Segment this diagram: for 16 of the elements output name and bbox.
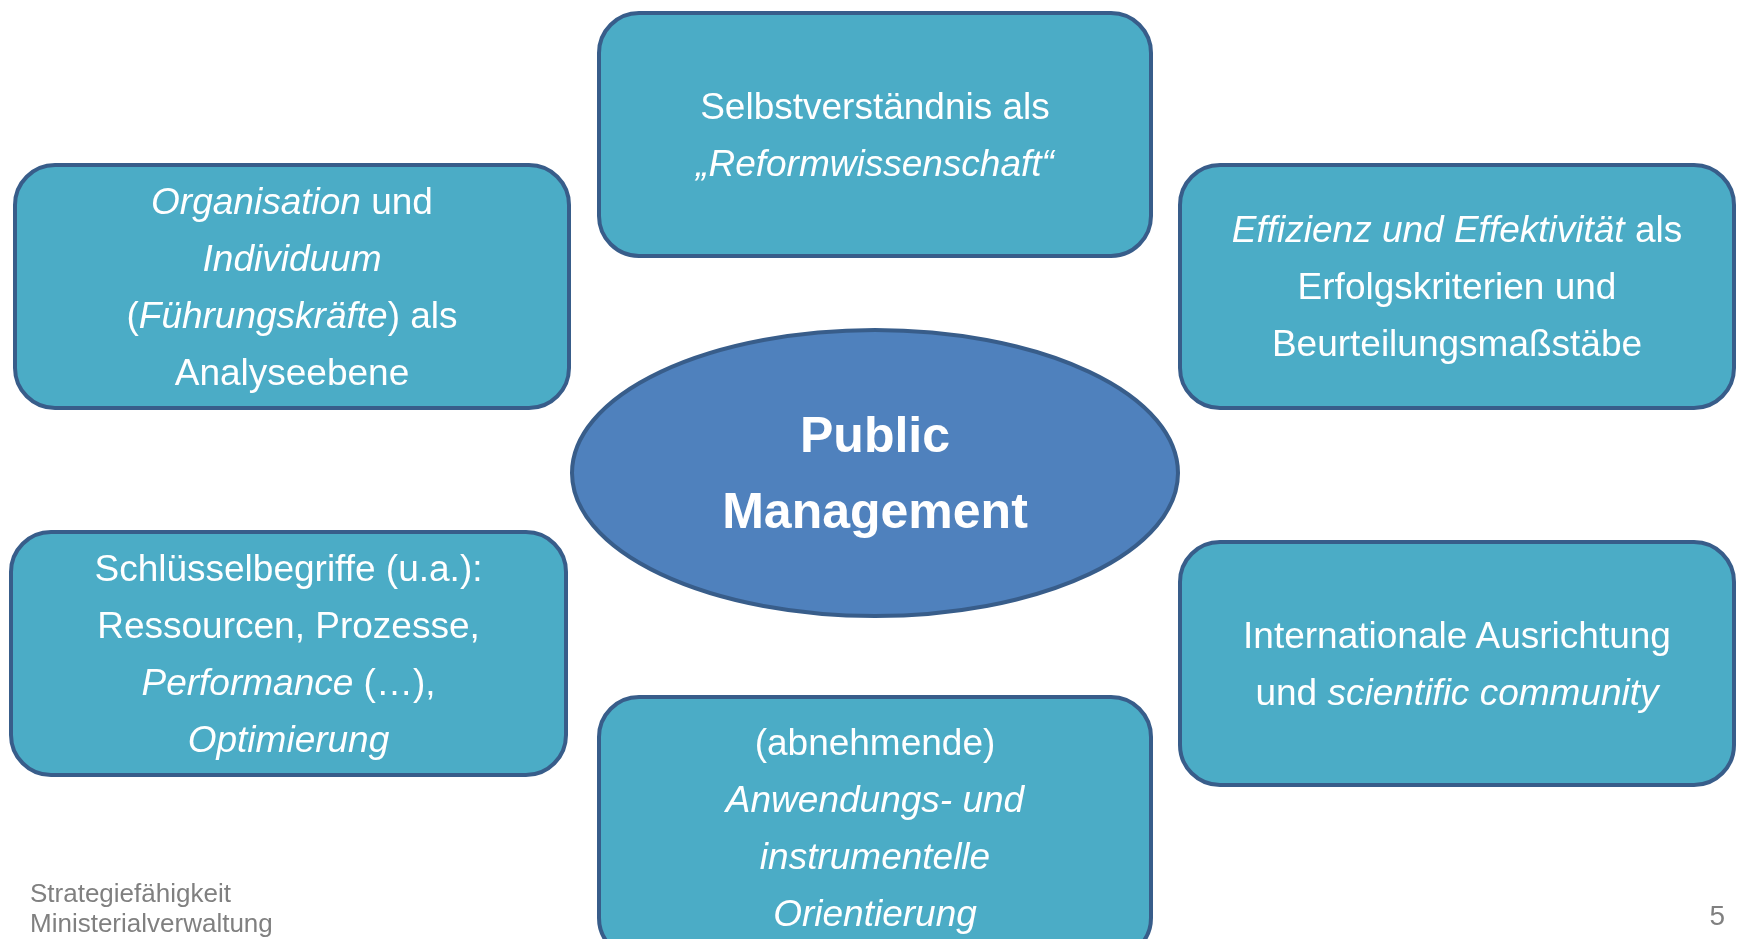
box-text: (abnehmende) Anwendungs- und instrumentelle Orientierung bbox=[723, 720, 1026, 936]
box-text: Schlüsselbegriffe (u.a.): Ressourcen, Prozesse, Performance (…), Optimierung bbox=[93, 546, 484, 762]
footer-text: Strategiefähigkeit Ministerialverwaltung bbox=[30, 878, 274, 938]
box-text: Internationale Ausrichtung und scientific community bbox=[1242, 613, 1672, 715]
page-number: 5 bbox=[1709, 900, 1725, 932]
rounded-box bbox=[597, 11, 1153, 258]
rounded-box bbox=[1178, 163, 1736, 410]
rounded-box bbox=[9, 530, 568, 777]
rounded-box bbox=[13, 163, 571, 410]
box-text: Effizienz und Effektivität als Erfolgskriterien und Beurteilungsmaßstäbe bbox=[1230, 208, 1684, 366]
ellipse-node bbox=[570, 328, 1180, 618]
box-text: Organisation und Individuum (Führungskräfte) als Analyseebene bbox=[125, 179, 459, 395]
rounded-box bbox=[597, 695, 1153, 939]
node-title: Public Management bbox=[721, 406, 1029, 541]
rounded-box bbox=[1178, 540, 1736, 787]
box-text: Selbstverständnis als „Reformwissenschaft“ bbox=[694, 84, 1056, 186]
